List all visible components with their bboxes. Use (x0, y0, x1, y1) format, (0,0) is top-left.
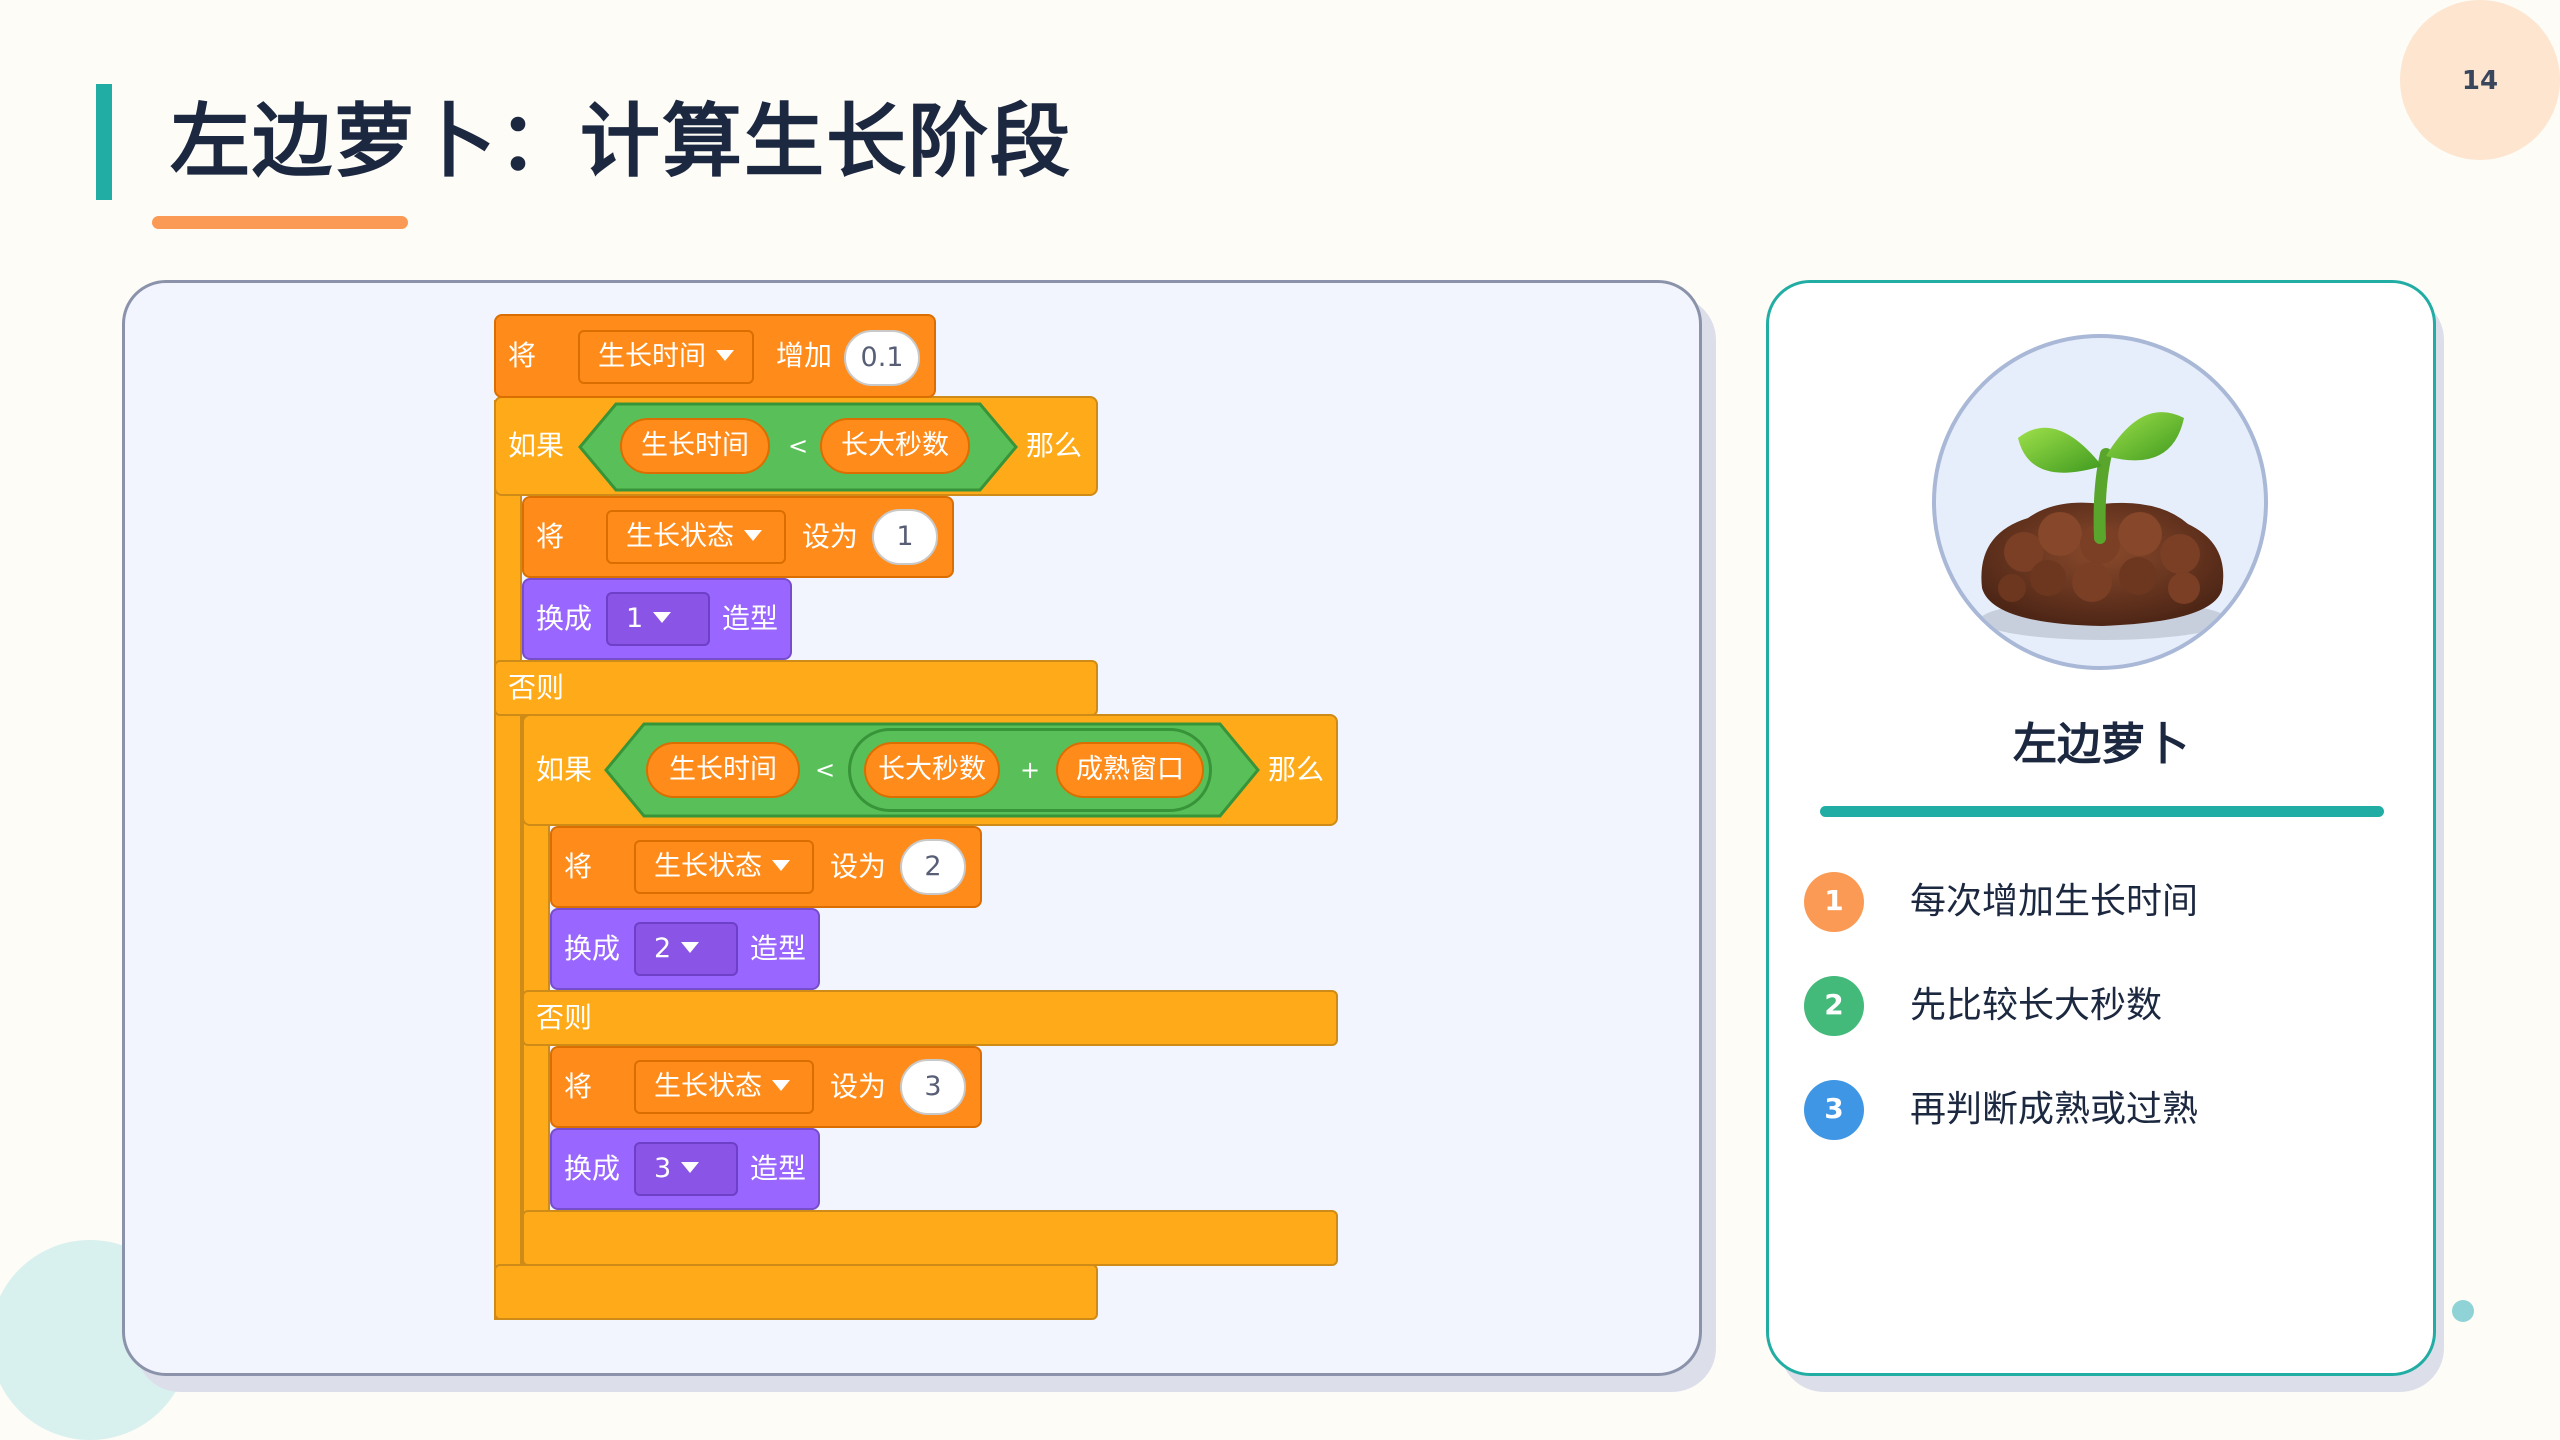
chevron-down-icon (772, 1080, 790, 1091)
character-name: 左边萝卜 (2013, 719, 2189, 770)
outer-if-label: 如果 (508, 429, 565, 462)
set-state-2-set-label: 将 (564, 850, 593, 883)
grow-state-dropdown-2[interactable]: 生长状态 (634, 840, 814, 894)
step-text-3: 再判断成熟或过熟 (1910, 1089, 2199, 1130)
inner-else-bar[interactable] (522, 990, 1338, 1046)
grow-state-dropdown-3-label: 生长状态 (654, 1071, 762, 1102)
switch-costume-2-label: 换成 (564, 932, 621, 965)
chevron-down-icon (744, 530, 762, 541)
switch-costume-2-costume-label: 造型 (750, 932, 807, 965)
costume-3-dropdown[interactable]: 3 (634, 1142, 738, 1196)
decorative-dot (2452, 1300, 2474, 1322)
set-state-1-to-label: 设为 (802, 520, 859, 553)
switch-costume-1-costume-label: 造型 (722, 602, 779, 635)
state-1-value-input[interactable]: 1 (872, 509, 938, 565)
outer-else-bar[interactable] (494, 660, 1098, 716)
inner-else-label: 否则 (536, 1001, 593, 1034)
character-avatar (1932, 334, 2268, 670)
costume-2-dropdown-label: 2 (654, 933, 672, 964)
grow-state-dropdown-3[interactable]: 生长状态 (634, 1060, 814, 1114)
set-state-3-to-label: 设为 (830, 1070, 887, 1103)
character-name-underline (1820, 806, 2384, 817)
change-block-change-label: 增加 (776, 339, 833, 372)
step-number-badge-3: 3 (1804, 1080, 1864, 1140)
step-number-badge-1: 1 (1804, 872, 1864, 932)
chevron-down-icon (716, 350, 734, 361)
inner-cond-lt-symbol: < (815, 756, 836, 784)
costume-1-dropdown-label: 1 (626, 603, 644, 634)
switch-costume-1-label: 换成 (536, 602, 593, 635)
outer-cond-lt-symbol: < (788, 432, 809, 460)
switch-costume-3-costume-label: 造型 (750, 1152, 807, 1185)
chevron-down-icon (681, 942, 700, 953)
set-state-2-to-label: 设为 (830, 850, 887, 883)
costume-3-dropdown-label: 3 (654, 1153, 672, 1184)
chevron-down-icon (772, 860, 790, 871)
title-accent-bar (96, 84, 112, 200)
grow-state-dropdown-1-label: 生长状态 (626, 521, 734, 552)
step-text-1: 每次增加生长时间 (1910, 881, 2199, 922)
step-text-2: 先比较长大秒数 (1910, 985, 2163, 1026)
outer-if-footer[interactable] (494, 1264, 1098, 1320)
grow-time-dropdown-label: 生长时间 (598, 341, 706, 372)
state-2-value-input[interactable]: 2 (900, 839, 966, 895)
inner-cond-grow-seconds[interactable]: 长大秒数 (864, 742, 1000, 798)
grow-time-dropdown[interactable]: 生长时间 (578, 330, 754, 384)
change-block-set-label: 将 (508, 339, 537, 372)
inner-then-label: 那么 (1268, 753, 1325, 786)
chevron-down-icon (681, 1162, 700, 1173)
switch-costume-3-label: 换成 (564, 1152, 621, 1185)
outer-cond-grow-time[interactable]: 生长时间 (620, 418, 770, 474)
decorative-circle-top-right (2400, 0, 2560, 160)
outer-cond-grow-seconds[interactable]: 长大秒数 (820, 418, 970, 474)
inner-cond-plus-symbol: + (1020, 756, 1041, 784)
step-number-badge-2: 2 (1804, 976, 1864, 1036)
page-title: 左边萝卜：计算生长阶段 (170, 95, 1072, 188)
grow-state-dropdown-1[interactable]: 生长状态 (606, 510, 786, 564)
set-state-3-set-label: 将 (564, 1070, 593, 1103)
page-number: 14 (2461, 66, 2499, 96)
outer-if-else-arm[interactable] (494, 400, 522, 1320)
grow-state-dropdown-2-label: 生长状态 (654, 851, 762, 882)
set-state-1-set-label: 将 (536, 520, 565, 553)
inner-if-footer[interactable] (522, 1210, 1338, 1266)
state-3-value-input[interactable]: 3 (900, 1059, 966, 1115)
outer-else-label: 否则 (508, 671, 565, 704)
sprout-icon (1980, 412, 2228, 640)
outer-then-label: 那么 (1026, 429, 1083, 462)
inner-cond-grow-time[interactable]: 生长时间 (646, 742, 800, 798)
inner-cond-ripe-window[interactable]: 成熟窗口 (1056, 742, 1204, 798)
change-value-input[interactable]: 0.1 (844, 330, 920, 386)
inner-if-label: 如果 (536, 753, 593, 786)
costume-2-dropdown[interactable]: 2 (634, 922, 738, 976)
costume-1-dropdown[interactable]: 1 (606, 592, 710, 646)
chevron-down-icon (653, 612, 672, 623)
title-underline (152, 216, 408, 229)
